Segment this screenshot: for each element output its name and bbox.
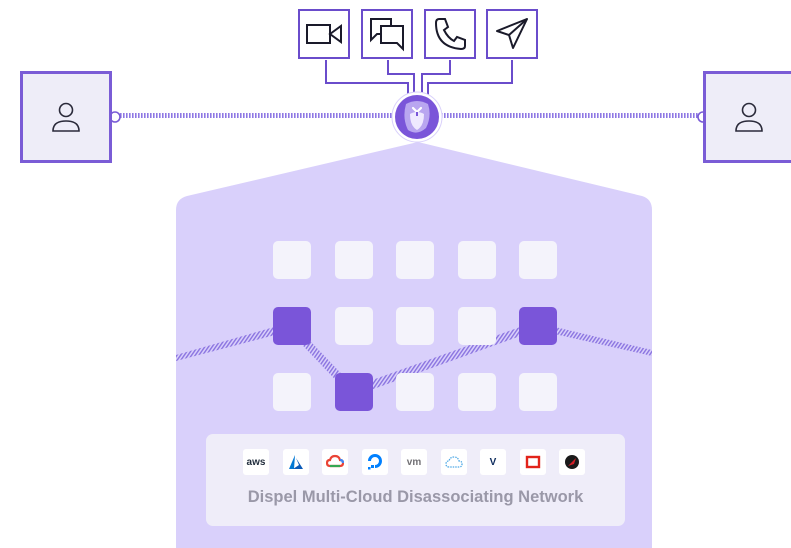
chat-bubbles-icon (370, 18, 404, 52)
phone-icon (434, 18, 466, 51)
video-channel-box (298, 9, 350, 59)
right-user-box (703, 71, 791, 163)
network-node (457, 307, 496, 345)
vmware-logo-icon: vm (401, 449, 427, 475)
vultr-logo-icon: V (480, 449, 506, 475)
network-node-active (334, 373, 373, 411)
network-node (519, 373, 557, 411)
network-node (334, 241, 373, 279)
network-node (457, 241, 496, 279)
ibm-cloud-logo-icon (440, 449, 467, 475)
azure-logo-icon (282, 449, 309, 475)
video-camera-icon (306, 24, 342, 44)
network-node-active (273, 307, 311, 345)
network-caption: Dispel Multi-Cloud Disassociating Networ… (247, 488, 584, 506)
voice-channel-box (424, 9, 476, 59)
network-node (396, 373, 434, 411)
network-node (273, 241, 311, 279)
owl-logo-icon (391, 91, 443, 143)
channel-connectors (325, 60, 513, 96)
left-user-box (20, 71, 112, 163)
person-icon (735, 102, 763, 132)
aws-logo-icon: aws (243, 449, 269, 475)
person-icon (52, 102, 80, 132)
chat-channel-box (361, 9, 413, 59)
network-node (519, 241, 557, 279)
oracle-logo-icon (519, 449, 546, 475)
paper-plane-icon (496, 18, 528, 49)
network-node (334, 307, 373, 345)
network-node (396, 307, 434, 345)
providers-bar (206, 434, 625, 526)
right-connection-line (436, 113, 704, 118)
network-node-active (519, 307, 557, 345)
network-node (457, 373, 496, 411)
message-channel-box (486, 9, 538, 59)
network-node (396, 241, 434, 279)
network-node (273, 373, 311, 411)
google-cloud-logo-icon (322, 449, 348, 475)
digitalocean-logo-icon (361, 449, 388, 475)
left-connection-line (116, 113, 400, 118)
speed-logo-icon (559, 449, 585, 475)
